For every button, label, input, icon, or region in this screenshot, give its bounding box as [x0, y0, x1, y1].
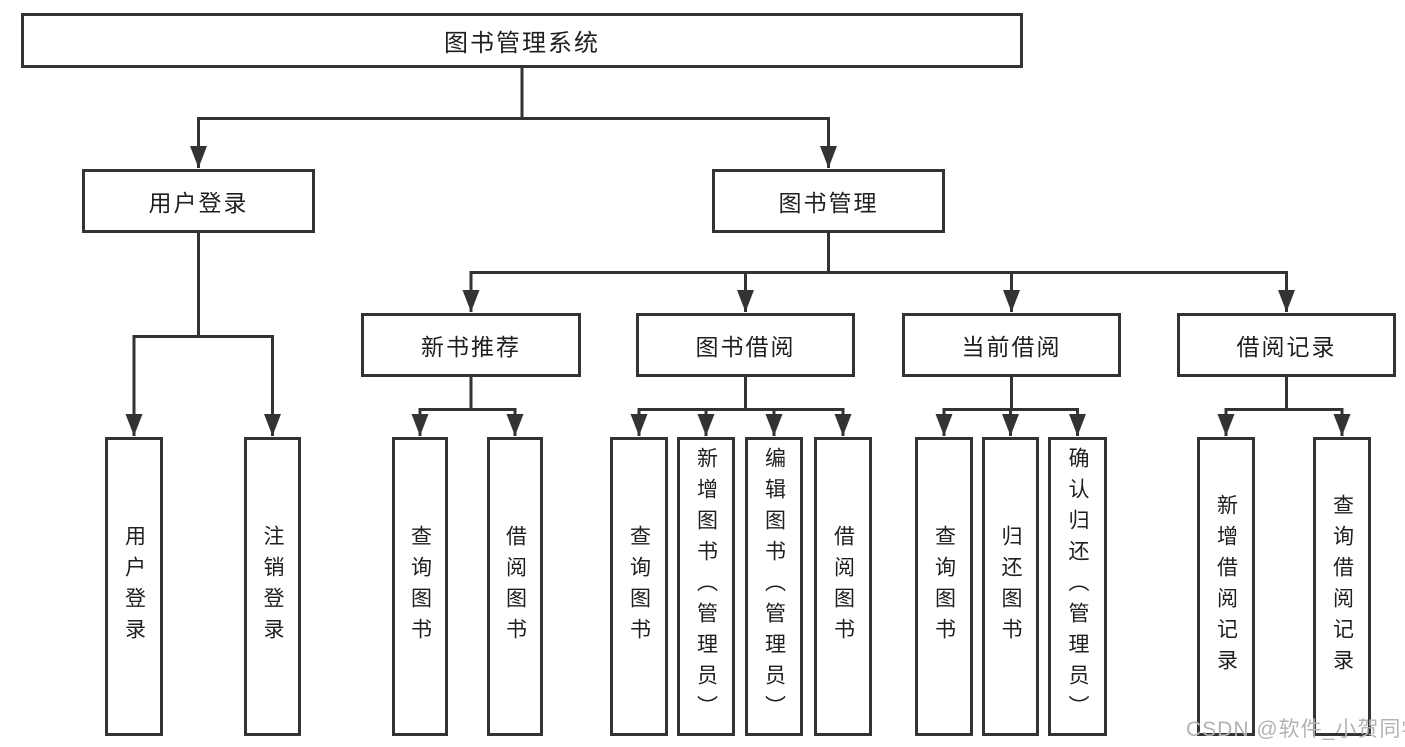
node-new-book-recommend-label: 新书推荐: [421, 334, 521, 360]
leaf-edit-books-admin-label: 编辑图书（管理员）: [762, 447, 786, 726]
node-book-borrowing: 图书借阅: [636, 313, 855, 377]
leaf-borrow-books-1-label: 借阅图书: [503, 524, 527, 649]
leaf-confirm-return-admin-label: 确认归还（管理员）: [1066, 447, 1089, 726]
book-borrow-branch-line: [639, 377, 843, 411]
leaf-query-books-2: 查询图书: [610, 437, 668, 736]
leaf-borrow-books-1: 借阅图书: [487, 437, 543, 736]
leaf-confirm-return-admin: 确认归还（管理员）: [1048, 437, 1107, 736]
leaf-query-books-1: 查询图书: [392, 437, 448, 736]
user-login-branch-line: [134, 233, 273, 338]
leaf-user-login-label: 用户登录: [122, 524, 146, 649]
node-new-book-recommend: 新书推荐: [361, 313, 581, 377]
current-borrow-branch-line: [944, 377, 1078, 411]
new-book-branch-line: [420, 377, 515, 411]
leaf-return-books: 归还图书: [982, 437, 1039, 736]
leaf-logout: 注销登录: [244, 437, 301, 736]
leaf-return-books-label: 归还图书: [999, 524, 1022, 649]
leaf-borrow-books-2: 借阅图书: [814, 437, 872, 736]
book-mgmt-branch-line: [471, 233, 1287, 274]
root-branch-line: [198, 66, 829, 120]
node-user-login-module-label: 用户登录: [148, 190, 249, 216]
leaf-borrow-books-2-label: 借阅图书: [831, 524, 855, 649]
node-current-borrowing-label: 当前借阅: [961, 334, 1062, 360]
leaf-add-borrow-record: 新增借阅记录: [1197, 437, 1255, 736]
leaf-user-login: 用户登录: [105, 437, 163, 736]
node-borrowing-records-label: 借阅记录: [1236, 334, 1337, 360]
node-book-management-module: 图书管理: [712, 169, 945, 233]
leaf-logout-label: 注销登录: [261, 524, 284, 649]
node-library-system-root-label: 图书管理系统: [444, 30, 600, 57]
leaf-query-books-1-label: 查询图书: [408, 524, 432, 649]
csdn-watermark: CSDN @软件_小贺同学: [1186, 718, 1405, 741]
node-user-login-module: 用户登录: [82, 169, 315, 233]
node-book-management-module-label: 图书管理: [778, 190, 879, 216]
leaf-query-books-2-label: 查询图书: [627, 524, 651, 649]
leaf-query-borrow-record: 查询借阅记录: [1313, 437, 1371, 736]
node-book-borrowing-label: 图书借阅: [695, 334, 796, 360]
leaf-edit-books-admin: 编辑图书（管理员）: [745, 437, 803, 736]
leaf-add-books-admin-label: 新增图书（管理员）: [694, 447, 718, 726]
leaf-query-books-3-label: 查询图书: [932, 524, 956, 649]
leaf-add-borrow-record-label: 新增借阅记录: [1214, 493, 1238, 680]
leaf-add-books-admin: 新增图书（管理员）: [677, 437, 735, 736]
borrow-record-branch-line: [1226, 377, 1342, 411]
node-borrowing-records: 借阅记录: [1177, 313, 1396, 377]
node-library-system-root: 图书管理系统: [21, 13, 1023, 68]
leaf-query-books-3: 查询图书: [915, 437, 973, 736]
node-current-borrowing: 当前借阅: [902, 313, 1121, 377]
leaf-query-borrow-record-label: 查询借阅记录: [1330, 493, 1354, 680]
